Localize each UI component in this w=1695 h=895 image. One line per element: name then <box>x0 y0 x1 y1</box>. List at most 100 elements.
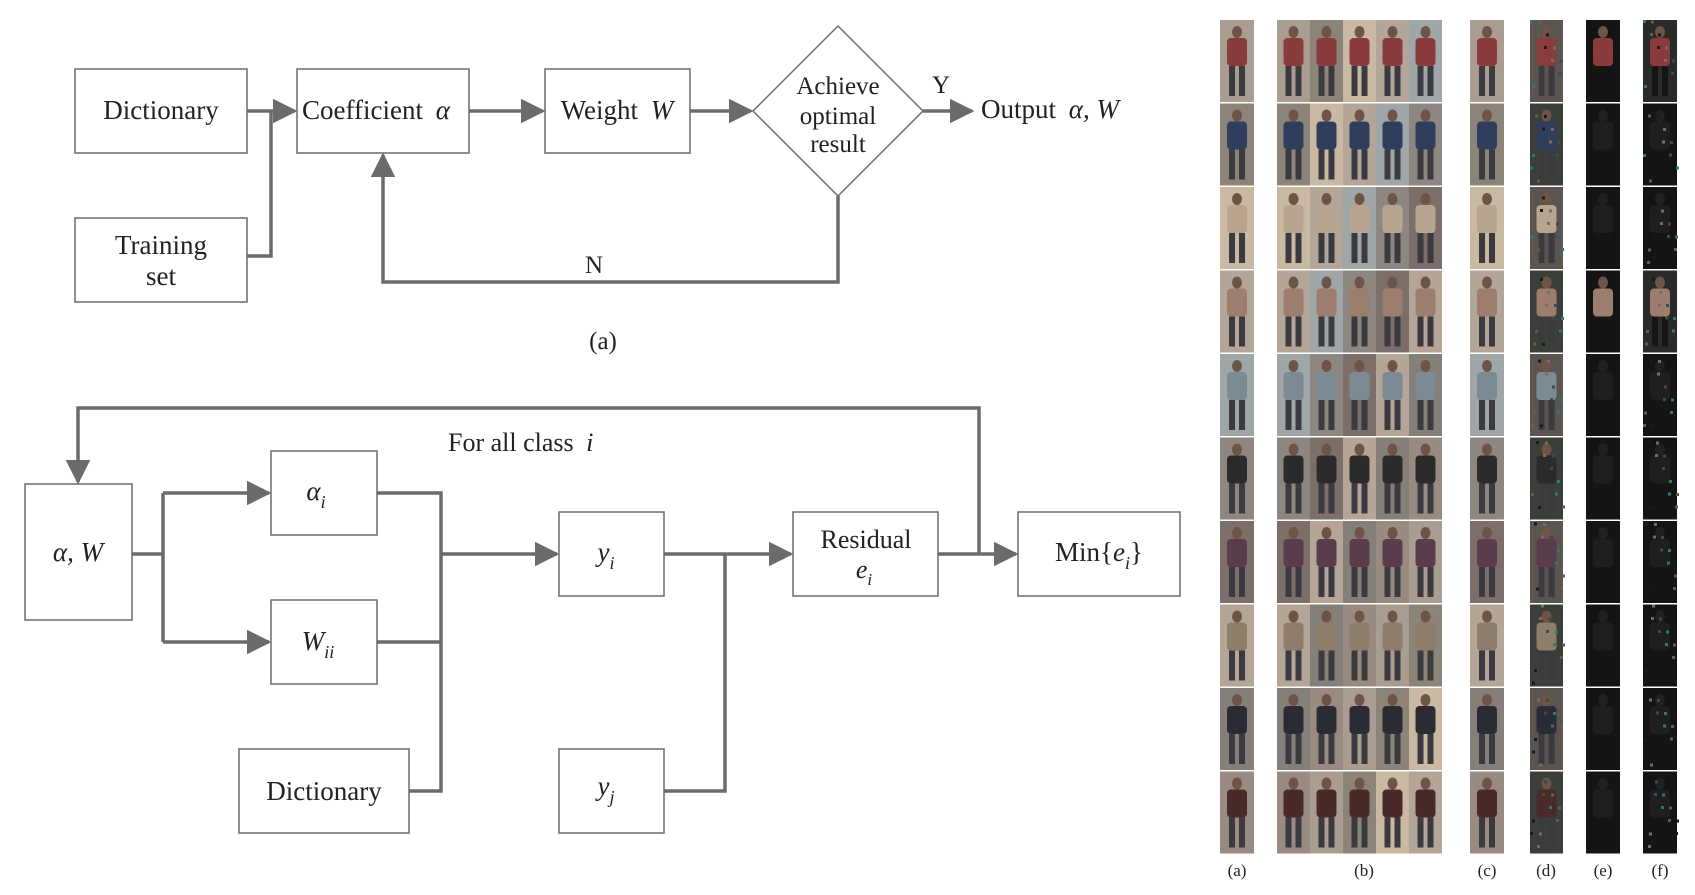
photo-tile-e-1-9 <box>1586 688 1620 770</box>
dictionary-box: Dictionary <box>74 68 248 154</box>
photo-tile-e-1-2 <box>1586 103 1620 186</box>
min-label: Min{ei} <box>1055 537 1143 573</box>
photo-tile-d-1-8 <box>1530 604 1565 687</box>
photo-tile-c-1-4 <box>1470 270 1504 353</box>
photo-tile-b-2-9 <box>1310 688 1343 770</box>
svg-text:ei: ei <box>856 555 873 589</box>
photo-tile-b-5-6 <box>1409 437 1442 520</box>
svg-text:αi: αi <box>306 476 325 512</box>
photo-tile-b-4-2 <box>1376 103 1409 186</box>
dictionary-box-b: Dictionary <box>238 748 410 834</box>
loop-label: For all class i <box>448 428 593 457</box>
residual-label: Residual <box>821 525 912 554</box>
decision-diamond: Achieve optimal result <box>751 24 925 198</box>
photo-tile-b-1-1 <box>1277 20 1310 102</box>
photo-tile-b-4-10 <box>1376 771 1409 854</box>
photo-tile-a-1-3 <box>1220 187 1254 269</box>
photo-tile-b-5-8 <box>1409 604 1442 687</box>
photo-tile-b-1-8 <box>1277 604 1310 687</box>
photo-tile-b-5-1 <box>1409 20 1442 102</box>
photo-tile-b-1-2 <box>1277 103 1310 186</box>
photo-tile-b-3-1 <box>1343 20 1376 102</box>
photo-tile-b-2-6 <box>1310 437 1343 520</box>
photo-tile-a-1-9 <box>1220 688 1254 770</box>
weight-symbol: W <box>651 95 676 125</box>
photo-tile-b-1-3 <box>1277 187 1310 269</box>
photo-tile-d-1-6 <box>1530 437 1565 520</box>
photo-tile-e-1-10 <box>1586 771 1620 854</box>
training-set-label-line2: set <box>146 261 176 291</box>
dictionary-label: Dictionary <box>103 95 219 125</box>
photo-tile-d-1-5 <box>1530 354 1563 436</box>
photo-tile-b-2-10 <box>1310 771 1343 854</box>
w-ii-box: Wii <box>270 599 378 685</box>
photo-tile-a-1-7 <box>1220 521 1254 603</box>
photo-tile-b-3-6 <box>1343 437 1376 520</box>
photo-tile-b-4-7 <box>1376 521 1409 603</box>
connectors-b <box>65 406 1019 793</box>
connector-y-j-out <box>664 554 727 793</box>
photo-tile-b-2-5 <box>1310 354 1343 436</box>
photo-tile-b-3-4 <box>1343 270 1376 353</box>
photo-tile-c-1-1 <box>1470 20 1504 102</box>
photo-tile-b-1-10 <box>1277 771 1310 854</box>
photo-tile-e-1-6 <box>1586 437 1620 520</box>
photo-tile-b-5-2 <box>1409 103 1442 186</box>
photo-tile-f-1-4 <box>1643 270 1677 353</box>
photo-tile-b-4-6 <box>1376 437 1409 520</box>
arrow-feedback-loop <box>370 152 840 284</box>
photo-col-label-d: (d) <box>1536 861 1556 880</box>
photo-tile-c-1-5 <box>1470 354 1504 436</box>
connectors-a <box>247 98 975 284</box>
photo-tile-b-2-3 <box>1310 187 1343 269</box>
photo-tile-c-1-3 <box>1470 187 1504 269</box>
photo-tile-c-1-6 <box>1470 437 1504 520</box>
photo-tile-b-5-10 <box>1409 771 1442 854</box>
photo-tile-f-1-1 <box>1643 20 1677 102</box>
alpha-i-base: α <box>306 476 321 506</box>
photo-tile-e-1-8 <box>1586 604 1620 687</box>
photo-tile-b-1-5 <box>1277 354 1310 436</box>
photo-tile-c-1-10 <box>1470 771 1504 854</box>
arrow-class-loop <box>65 406 981 554</box>
photo-tile-f-1-6 <box>1643 437 1679 520</box>
photo-col-label-a: (a) <box>1228 861 1247 880</box>
photo-tile-f-1-3 <box>1643 187 1678 269</box>
photo-tile-b-1-9 <box>1277 688 1310 770</box>
photo-tile-c-1-9 <box>1470 688 1504 770</box>
photo-tile-a-1-5 <box>1220 354 1254 436</box>
residual-e-sub: i <box>867 570 872 589</box>
photo-tile-b-1-4 <box>1277 270 1310 353</box>
photo-tile-e-1-1 <box>1586 20 1620 102</box>
dictionary-label-b: Dictionary <box>266 776 382 806</box>
svg-text:yj: yj <box>595 771 615 807</box>
input-label: α, W <box>53 537 106 567</box>
photo-tile-d-1-4 <box>1530 270 1564 353</box>
photo-tile-b-5-3 <box>1409 187 1442 269</box>
photo-tile-b-2-7 <box>1310 521 1343 603</box>
photo-tile-d-1-9 <box>1530 688 1563 770</box>
yes-label: Y <box>932 72 950 99</box>
svg-text:Weight W: Weight W <box>561 95 676 125</box>
photo-tile-e-1-3 <box>1586 187 1620 269</box>
photo-tile-f-1-8 <box>1643 604 1677 687</box>
output-label: Output α, W <box>981 94 1121 124</box>
photo-tile-a-1-2 <box>1220 103 1254 186</box>
photo-tile-d-1-7 <box>1530 521 1565 603</box>
min-box: Min{ei} <box>1017 511 1181 597</box>
photo-col-label-e: (e) <box>1594 861 1613 880</box>
photo-tile-b-4-3 <box>1376 187 1409 269</box>
photo-tile-b-1-7 <box>1277 521 1310 603</box>
photo-tile-e-1-4 <box>1586 270 1620 353</box>
photo-tile-c-1-2 <box>1470 103 1504 186</box>
photo-tile-a-1-10 <box>1220 771 1254 854</box>
photo-tile-a-1-4 <box>1220 270 1254 353</box>
no-label: N <box>585 252 603 279</box>
photo-tile-b-1-6 <box>1277 437 1310 520</box>
diagram-a: Dictionary Training set Coefficient α We… <box>74 24 1121 355</box>
svg-text:Coefficient α: Coefficient α <box>302 95 451 125</box>
svg-text:yi: yi <box>595 537 615 573</box>
y-j-base: y <box>595 771 610 801</box>
connector-training-to-coefficient <box>247 111 273 258</box>
photo-column-labels: (a) (b) (c) (d) (e) (f) <box>1228 861 1669 880</box>
